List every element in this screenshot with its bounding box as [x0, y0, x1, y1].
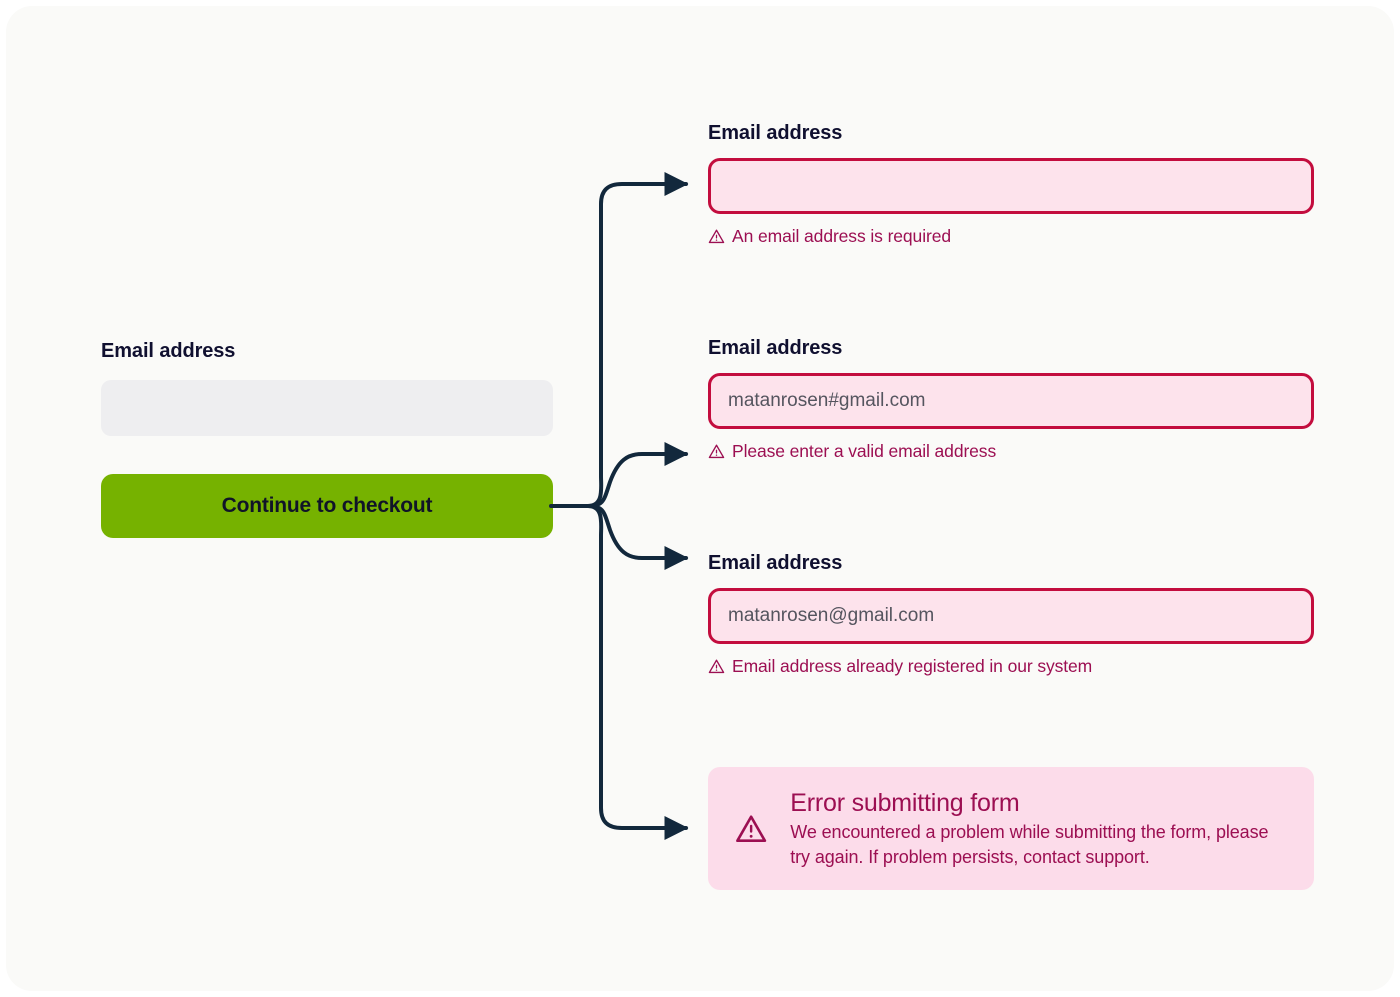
alert-title: Error submitting form [790, 788, 1020, 817]
warning-triangle-icon [708, 444, 725, 459]
email-input[interactable] [708, 373, 1314, 429]
flow-connector [549, 172, 689, 840]
email-field-label: Email address [708, 337, 843, 359]
form-error-alert: Error submitting form We encountered a p… [708, 767, 1314, 890]
error-state-invalid-format: Email address Please enter a valid email… [708, 337, 1314, 462]
error-message: Please enter a valid email address [708, 441, 1314, 462]
warning-triangle-icon [708, 229, 725, 244]
error-message: Email address already registered in our … [708, 656, 1314, 677]
error-message-text: Email address already registered in our … [732, 656, 1093, 676]
error-message-text: An email address is required [732, 226, 951, 246]
error-message: An email address is required [708, 226, 1314, 247]
page-card: Email address Continue to checkout Email… [6, 6, 1394, 991]
error-state-required: Email address An email address is requir… [708, 122, 1314, 247]
email-input[interactable] [708, 158, 1314, 214]
error-state-already-registered: Email address Email address already regi… [708, 552, 1314, 677]
email-field-label: Email address [708, 122, 843, 144]
warning-triangle-icon [736, 814, 767, 842]
email-field-label: Email address [708, 552, 843, 574]
error-message-text: Please enter a valid email address [732, 441, 997, 461]
email-input[interactable] [708, 588, 1314, 644]
alert-text-group: Error submitting form We encountered a p… [790, 788, 1288, 869]
email-input[interactable] [101, 380, 553, 436]
continue-to-checkout-button[interactable]: Continue to checkout [101, 474, 553, 538]
alert-body: We encountered a problem while submittin… [790, 821, 1269, 867]
email-field-label: Email address [101, 340, 236, 362]
checkout-form: Email address Continue to checkout [101, 340, 553, 538]
warning-triangle-icon [708, 659, 725, 674]
